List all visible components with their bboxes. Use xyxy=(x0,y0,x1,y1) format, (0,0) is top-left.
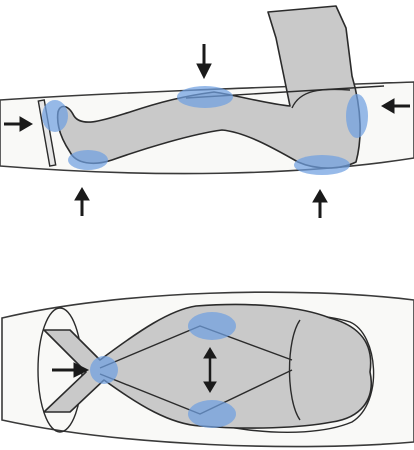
side-view-panel xyxy=(0,6,414,218)
arrow-icon xyxy=(75,188,89,216)
top-view-panel xyxy=(2,292,414,446)
contact-heel-side xyxy=(42,100,68,132)
arrow-icon xyxy=(197,44,211,78)
contact-buttocks-side xyxy=(294,155,350,175)
contact-feet-top xyxy=(90,356,118,384)
contact-knee-side xyxy=(177,86,233,108)
contact-right-knee-top xyxy=(188,400,236,428)
contact-left-knee-top xyxy=(188,312,236,340)
arrow-icon xyxy=(313,190,327,218)
contact-ball-of-foot-side xyxy=(68,150,108,170)
contact-lower-back-side xyxy=(346,94,368,138)
